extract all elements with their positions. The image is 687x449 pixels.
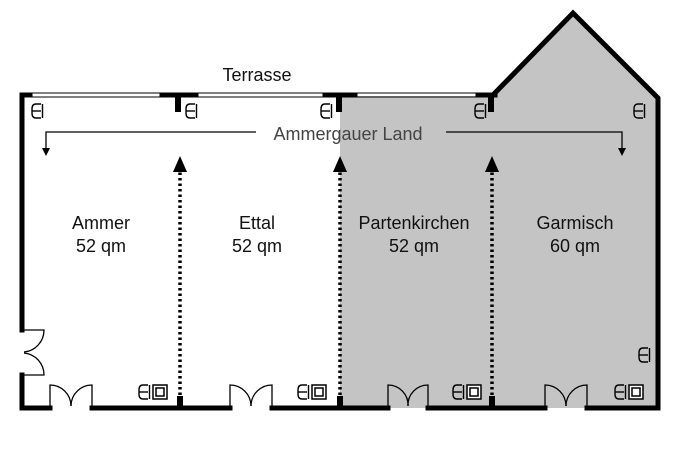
room-name-garmisch: Garmisch — [536, 213, 613, 233]
power-outlet-icon — [31, 103, 44, 119]
door-icon — [22, 329, 45, 376]
power-outlet-icon — [320, 103, 333, 119]
room-name-ammer: Ammer — [72, 213, 130, 233]
room-name-ettal: Ettal — [239, 213, 275, 233]
room-area-garmisch: 60 qm — [550, 236, 600, 256]
outer-walls — [19, 9, 661, 411]
terrace-label: Terrasse — [222, 65, 291, 85]
bracket-arrowheads — [42, 148, 626, 156]
combined-room-bracket — [45, 131, 623, 150]
shaded-rooms-area — [340, 13, 658, 408]
power-outlet-icon — [138, 384, 151, 400]
door-icon — [229, 384, 273, 408]
power-outlet-icon — [297, 384, 310, 400]
power-outlet-icon — [185, 103, 198, 119]
room-area-ammer: 52 qm — [76, 236, 126, 256]
door-icon — [544, 384, 588, 408]
door-icon — [387, 384, 429, 408]
movable-partitions — [178, 168, 494, 395]
network-socket-icon — [628, 384, 644, 400]
partition-arrowheads — [173, 156, 499, 172]
room-name-partenkirchen: Partenkirchen — [358, 213, 469, 233]
partition-pillars — [175, 95, 495, 410]
network-socket-icon — [152, 384, 168, 400]
room-area-ettal: 52 qm — [232, 236, 282, 256]
combined-room-label: Ammergauer Land — [273, 124, 422, 144]
network-socket-icon — [311, 384, 327, 400]
room-area-partenkirchen: 52 qm — [389, 236, 439, 256]
network-socket-icon — [466, 384, 482, 400]
terrace-windows — [30, 92, 478, 98]
door-icon — [49, 384, 93, 408]
